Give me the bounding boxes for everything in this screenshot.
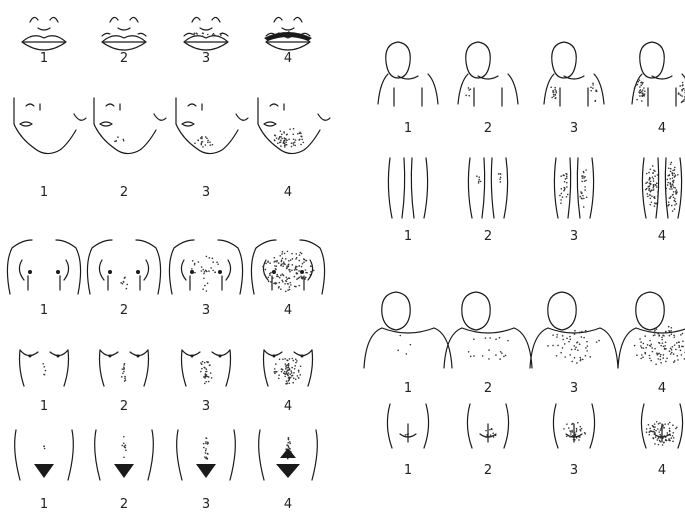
lower-back-stage-1-label: 1	[404, 463, 412, 478]
upper-lip-stage-4-figure	[264, 17, 312, 50]
row-lower-abdomen: 1 2 3 4	[15, 430, 318, 512]
upper-lip-stage-2-label: 2	[120, 51, 128, 66]
upper-abdomen-stage-4-figure	[264, 350, 313, 386]
lower-back-stage-2-figure	[467, 404, 508, 448]
thigh-stage-2-label: 2	[484, 229, 492, 244]
arm-stage-2-label: 2	[484, 121, 492, 136]
arm-stage-3-label: 3	[570, 121, 578, 136]
right-panel: 1 2 3 4 1 2 3 4 1 2 3 4 1 2 3 4	[364, 42, 685, 478]
thigh-stage-4-figure	[642, 158, 681, 218]
thigh-stage-3-label: 3	[570, 229, 578, 244]
chin-stage-2-label: 2	[120, 185, 128, 200]
chin-stage-4-figure	[258, 98, 330, 154]
lower-back-stage-2-label: 2	[484, 463, 492, 478]
thigh-stage-4-label: 4	[658, 229, 666, 244]
upper-abdomen-stage-1-label: 1	[40, 399, 48, 414]
lower-abdomen-stage-2-figure	[95, 430, 154, 480]
upper-abdomen-stage-1-figure	[20, 350, 69, 386]
chest-stage-1-figure	[7, 240, 80, 294]
row-chin: 1 2 3 4	[14, 98, 330, 200]
upper-abdomen-stage-3-label: 3	[202, 399, 210, 414]
chin-stage-2-figure	[94, 98, 166, 154]
upper-abdomen-stage-2-label: 2	[120, 399, 128, 414]
left-panel: 1 2 3 4 1 2 3 4 1 2 3 4 1 2 3 4 1 2 3 4	[7, 17, 330, 512]
row-arm: 1 2 3 4	[378, 42, 685, 136]
arm-stage-4-figure	[632, 42, 685, 106]
lower-back-stage-3-figure	[553, 404, 594, 448]
chin-stage-3-label: 3	[202, 185, 210, 200]
lower-back-stage-4-label: 4	[658, 463, 666, 478]
upper-back-stage-3-figure	[530, 292, 618, 368]
upper-abdomen-stage-3-figure	[182, 350, 231, 386]
upper-back-stage-1-figure	[364, 292, 452, 368]
chin-stage-1-figure	[14, 98, 86, 154]
lower-back-stage-1-figure	[387, 404, 428, 448]
thigh-stage-3-figure	[554, 158, 593, 218]
thigh-stage-2-figure	[468, 158, 507, 218]
lower-abdomen-stage-3-label: 3	[202, 497, 210, 512]
upper-lip-stage-2-figure	[102, 17, 146, 50]
chest-stage-4-figure	[251, 240, 324, 294]
row-chest: 1 2 3 4	[7, 240, 324, 318]
chest-stage-3-label: 3	[202, 303, 210, 318]
lower-abdomen-stage-1-label: 1	[40, 497, 48, 512]
thigh-stage-1-label: 1	[404, 229, 412, 244]
upper-back-stage-2-label: 2	[484, 381, 492, 396]
lower-back-stage-3-label: 3	[570, 463, 578, 478]
upper-lip-stage-3-label: 3	[202, 51, 210, 66]
chin-stage-3-figure	[176, 98, 248, 154]
upper-lip-stage-3-figure	[184, 17, 228, 50]
row-upper-back: 1 2 3 4	[364, 292, 685, 396]
upper-back-stage-1-label: 1	[404, 381, 412, 396]
upper-lip-stage-1-label: 1	[40, 51, 48, 66]
row-upper-abdomen: 1 2 3 4	[20, 350, 313, 414]
chest-stage-4-label: 4	[284, 303, 292, 318]
lower-abdomen-stage-2-label: 2	[120, 497, 128, 512]
chin-stage-4-label: 4	[284, 185, 292, 200]
chest-stage-3-figure	[169, 240, 242, 294]
lower-abdomen-stage-3-figure	[177, 430, 236, 480]
upper-back-stage-4-label: 4	[658, 381, 666, 396]
row-lower-back: 1 2 3 4	[387, 404, 682, 478]
chin-stage-1-label: 1	[40, 185, 48, 200]
arm-stage-1-label: 1	[404, 121, 412, 136]
chest-stage-2-label: 2	[120, 303, 128, 318]
upper-abdomen-stage-2-figure	[100, 350, 149, 386]
upper-back-stage-4-figure	[618, 292, 685, 368]
upper-abdomen-stage-4-label: 4	[284, 399, 292, 414]
chest-stage-2-figure	[87, 240, 160, 294]
row-thigh: 1 2 3 4	[388, 158, 681, 244]
thigh-stage-1-figure	[388, 158, 427, 218]
chest-stage-1-label: 1	[40, 303, 48, 318]
upper-back-stage-3-label: 3	[570, 381, 578, 396]
row-upper-lip: 1 2 3 4	[22, 17, 312, 66]
lower-abdomen-stage-1-figure	[15, 430, 74, 480]
lower-abdomen-stage-4-figure	[259, 430, 318, 480]
upper-lip-stage-1-figure	[22, 17, 66, 50]
arm-stage-2-figure	[458, 42, 518, 106]
arm-stage-4-label: 4	[658, 121, 666, 136]
arm-stage-1-figure	[378, 42, 438, 106]
lower-back-stage-4-figure	[641, 404, 682, 448]
lower-abdomen-stage-4-label: 4	[284, 497, 292, 512]
upper-lip-stage-4-label: 4	[284, 51, 292, 66]
upper-back-stage-2-figure	[444, 292, 532, 368]
arm-stage-3-figure	[544, 42, 604, 106]
